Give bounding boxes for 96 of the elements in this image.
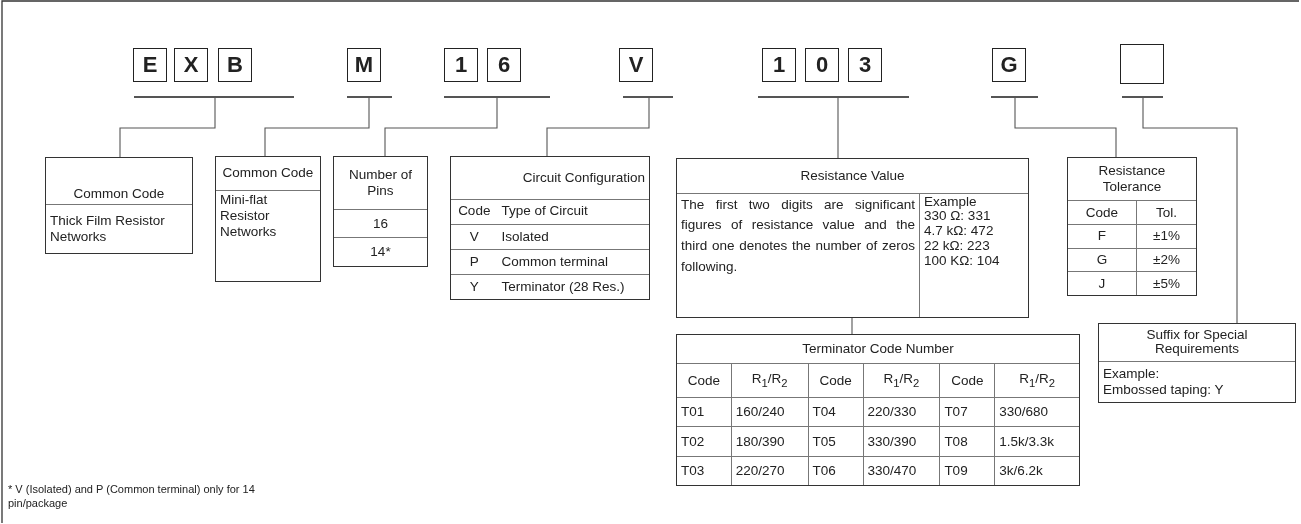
box-heading: Number of Pins: [348, 166, 413, 200]
table-text: Example: [924, 194, 978, 210]
table-text: ±2%: [1152, 252, 1181, 269]
table-text: 220/270: [735, 462, 786, 479]
code-table-box: [45, 157, 193, 254]
table-text: ±1%: [1152, 228, 1181, 245]
footnote: * V (Isolated) and P (Common terminal) only for 14 pin/package: [8, 483, 256, 511]
table-text: Y: [468, 278, 480, 296]
underline-bar: [1122, 96, 1163, 98]
underline-bar: [347, 96, 392, 98]
connector-line: [1014, 96, 1117, 158]
table-text: Mini-flat Resistor Networks: [220, 191, 278, 241]
code-character-box: M: [347, 48, 381, 82]
code-character-box: G: [992, 48, 1026, 82]
table-text: Embossed taping: Y: [1103, 381, 1225, 399]
code-table-box: [676, 334, 1080, 486]
table-text: 330/390: [867, 433, 918, 450]
connector-line: [546, 96, 650, 157]
code-character-box: B: [218, 48, 252, 82]
table-text: T05: [812, 433, 837, 450]
table-text: 160/240: [735, 404, 786, 421]
code-table-box: [1098, 323, 1296, 403]
table-text: 180/390: [735, 433, 786, 450]
table-text: 4.7 kΩ: 472: [924, 224, 995, 240]
code-table-box: [450, 156, 650, 300]
table-text: 1.5k/3.3k: [999, 433, 1056, 450]
table-text: 22 kΩ: 223: [924, 239, 991, 254]
connector-line: [119, 96, 216, 158]
table-text: 330/470: [867, 462, 918, 479]
table-text: The first two digits are significant figures of resistance value and the third one denotes the number of zeros following.: [681, 195, 915, 277]
table-text: T06: [812, 462, 837, 479]
connector-line: [837, 96, 839, 159]
table-text: T08: [944, 433, 969, 450]
table-text: T02: [681, 433, 706, 450]
code-character-box: X: [174, 48, 208, 82]
table-text: Code: [457, 203, 492, 220]
table-text: R$_{1}$/R$_{2}$: [1018, 371, 1056, 391]
box-heading: Resistance Tolerance: [1097, 163, 1167, 196]
table-text: G: [1095, 252, 1109, 269]
table-text: 100 KΩ: 104: [924, 253, 1001, 269]
table-text: T01: [681, 404, 706, 421]
underline-bar: [444, 96, 550, 98]
code-character-box: 0: [805, 48, 839, 82]
code-character-box: 3: [848, 48, 882, 82]
box-heading: Terminator Code Number: [801, 340, 955, 358]
code-character-box: E: [133, 48, 167, 82]
table-text: 330 Ω: 331: [924, 209, 992, 225]
table-text: P: [468, 253, 480, 270]
underline-bar: [991, 96, 1038, 98]
box-heading: Common Code: [221, 165, 315, 182]
code-table-box: [1067, 157, 1197, 296]
underline-bar: [134, 96, 294, 98]
code-table-box: [333, 156, 428, 267]
underline-bar: [623, 96, 673, 98]
table-text: T04: [812, 404, 837, 421]
code-character-box: 1: [762, 48, 796, 82]
table-text: ±5%: [1152, 275, 1181, 292]
code-character-box: V: [619, 48, 653, 82]
table-text: Thick Film Resistor Networks: [50, 212, 166, 245]
table-text: Terminator (28 Res.): [501, 278, 626, 296]
table-text: 16: [372, 215, 389, 232]
code-table-box: [676, 158, 1029, 318]
code-character-box: 1: [444, 48, 478, 82]
box-heading: Circuit Configuration: [521, 169, 645, 186]
table-text: T09: [944, 462, 969, 479]
table-text: Code: [686, 372, 721, 389]
table-text: Isolated: [501, 228, 550, 245]
table-text: Tol.: [1155, 204, 1178, 221]
table-text: 14*: [369, 244, 392, 261]
table-text: 330/680: [999, 404, 1050, 421]
table-text: R$_{1}$/R$_{2}$: [750, 371, 789, 391]
code-table-box: [215, 156, 321, 282]
table-text: Example:: [1103, 365, 1161, 382]
table-text: Type of Circuit: [501, 203, 589, 220]
table-text: F: [1096, 228, 1108, 245]
blank-code-box: [1120, 44, 1164, 84]
table-text: 3k/6.2k: [999, 462, 1044, 479]
box-heading: Resistance Value: [799, 167, 906, 184]
table-text: T07: [944, 404, 969, 421]
table-text: Code: [950, 372, 985, 389]
table-text: Code: [818, 372, 853, 389]
code-character-box: 6: [487, 48, 521, 82]
table-text: Code: [1084, 204, 1120, 221]
underline-bar: [758, 96, 909, 98]
box-heading: Common Code: [72, 186, 166, 203]
table-text: V: [468, 228, 480, 245]
connector-line: [1142, 96, 1238, 324]
table-text: 220/330: [867, 404, 918, 421]
table-text: Common terminal: [501, 253, 610, 270]
connector-line: [851, 317, 853, 335]
connector-line: [264, 96, 370, 157]
table-text: J: [1097, 275, 1107, 292]
table-text: T03: [681, 462, 706, 479]
box-heading: Suffix for Special Requirements: [1145, 327, 1249, 358]
table-text: R$_{1}$/R$_{2}$: [882, 371, 921, 391]
connector-line: [384, 96, 498, 157]
